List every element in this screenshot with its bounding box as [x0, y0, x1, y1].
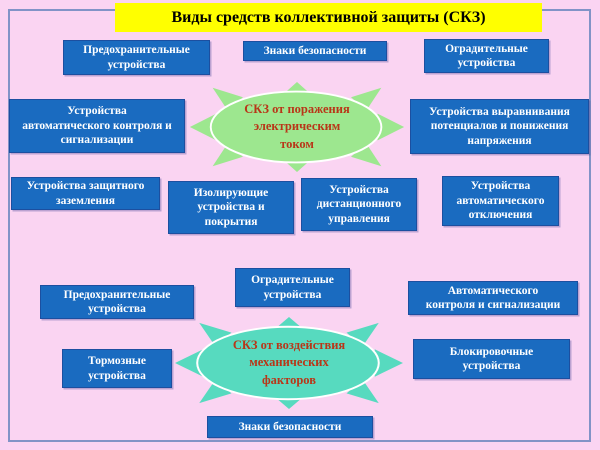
box-safety-signs-mechanical: Знаки безопасности — [207, 416, 373, 438]
box-safety-devices-mechanical: Предохранительные устройства — [40, 285, 194, 319]
box-brake-devices: Тормозные устройства — [62, 349, 172, 388]
box-protective-grounding: Устройства защитного заземления — [11, 177, 160, 210]
mechanical-hub-label: СКЗ от воздействия механических факторов — [232, 337, 346, 387]
box-safety-devices-electrical: Предохранительные устройства — [63, 40, 210, 75]
starburst-shape-icon — [189, 81, 405, 173]
box-guard-devices-electrical: Оградительные устройства — [424, 39, 549, 73]
box-blocking-devices: Блокировочные устройства — [413, 339, 570, 379]
mechanical-hub-burst: СКЗ от воздействия механических факторов — [173, 316, 405, 410]
box-auto-control-signaling-electrical: Устройства автоматического контроля и си… — [9, 99, 185, 153]
box-guard-devices-mechanical: Оградительные устройства — [235, 268, 350, 307]
starburst-shape-icon — [175, 316, 403, 410]
box-remote-control: Устройства дистанционного управления — [301, 178, 417, 231]
electrical-hub-label: СКЗ от поражения электрическим током — [244, 101, 350, 151]
electrical-hub-burst: СКЗ от поражения электрическим током — [188, 81, 406, 173]
box-auto-shutdown: Устройства автоматического отключения — [442, 176, 559, 226]
box-auto-control-signaling-mechanical: Автоматического контроля и сигнализации — [408, 281, 578, 315]
box-safety-signs-electrical: Знаки безопасности — [243, 41, 387, 61]
box-insulating-devices: Изолирующие устройства и покрытия — [168, 181, 294, 234]
box-potential-equalization: Устройства выравнивания потенциалов и по… — [410, 99, 589, 154]
page-title: Виды средств коллективной защиты (СКЗ) — [115, 3, 542, 32]
